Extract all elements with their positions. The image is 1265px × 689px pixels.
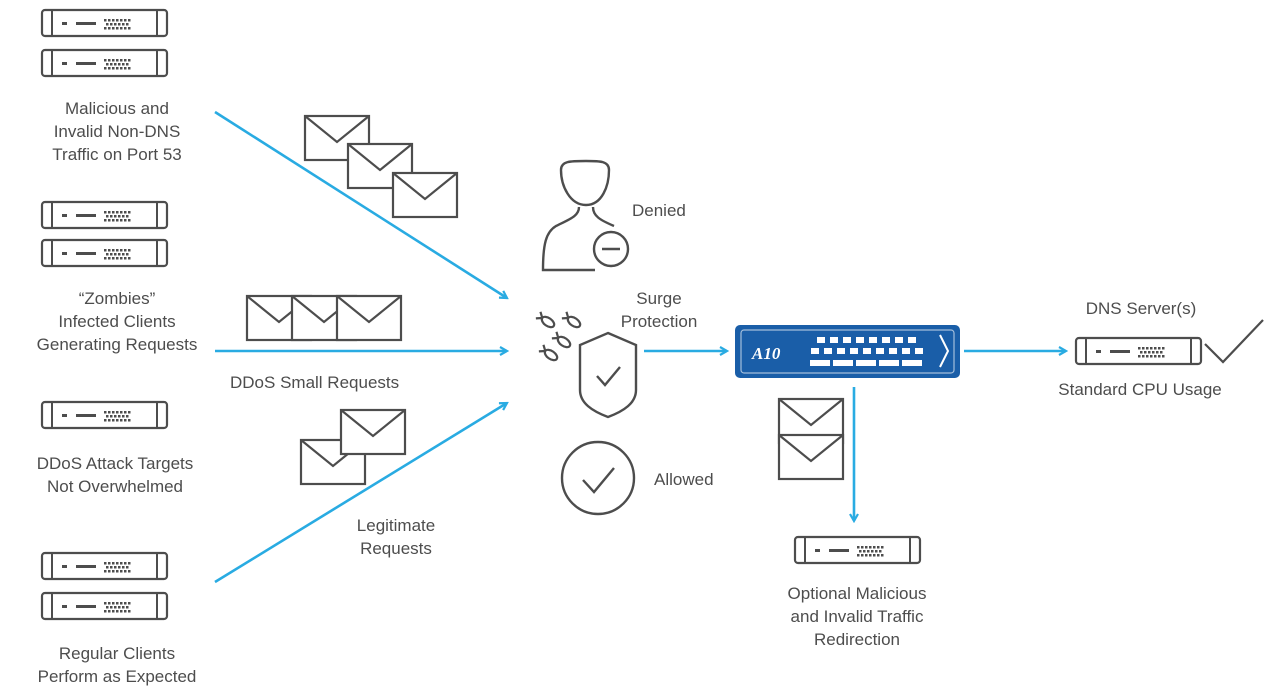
bomb-icon — [535, 311, 582, 362]
label-allowed: Allowed — [654, 470, 714, 489]
label-regular-clients: Regular Clients Perform as Expected — [37, 644, 197, 686]
server-icon — [40, 48, 169, 78]
device-logo: A10 — [751, 344, 781, 363]
label-surge-protection: Surge Protection — [620, 289, 698, 331]
label-zombies: “Zombies” Infected Clients Generating Re… — [36, 289, 198, 354]
shield-check-icon — [578, 331, 638, 419]
checkmark-icon — [1204, 319, 1264, 364]
label-ddos-small: DDoS Small Requests — [230, 373, 400, 392]
server-icon — [40, 551, 169, 581]
server-icon — [40, 8, 169, 38]
envelope-icon — [339, 408, 407, 456]
server-icon — [40, 400, 169, 430]
label-dns-servers: DNS Server(s) — [1085, 299, 1197, 318]
server-icon — [40, 200, 169, 230]
label-ddos-targets: DDoS Attack Targets Not Overwhelmed — [36, 454, 194, 496]
label-denied: Denied — [632, 201, 686, 220]
arrow-legitimate — [214, 403, 507, 584]
user-denied-icon — [541, 159, 630, 272]
label-legitimate: Legitimate Requests — [356, 516, 436, 558]
server-icon — [40, 238, 169, 268]
server-icon — [1074, 336, 1203, 366]
envelope-icon — [335, 294, 403, 342]
label-standard-cpu: Standard CPU Usage — [1058, 380, 1222, 399]
server-icon — [40, 591, 169, 621]
envelope-icon — [777, 433, 845, 481]
server-icon — [793, 535, 922, 565]
label-optional-redirection: Optional Malicious and Invalid Traffic R… — [787, 584, 927, 649]
check-circle-icon — [560, 440, 636, 516]
envelope-icon — [391, 171, 459, 219]
a10-appliance-icon: A10 — [735, 325, 960, 378]
label-malicious: Malicious and Invalid Non-DNS Traffic on… — [52, 99, 182, 164]
arrow-malicious — [214, 110, 507, 298]
